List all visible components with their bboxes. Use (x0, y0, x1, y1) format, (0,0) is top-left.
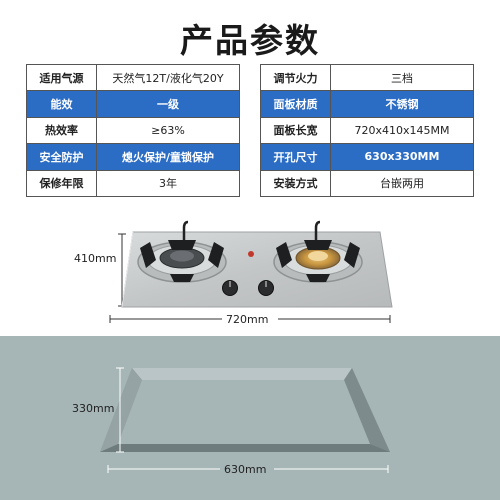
spec-label: 开孔尺寸 (260, 143, 331, 171)
spec-value: 630x330MM (330, 143, 474, 171)
spec-label: 面板长宽 (260, 116, 331, 145)
cutout-width-label: 630mm (224, 463, 267, 476)
spec-row: 面板材质 不锈钢 (260, 90, 474, 118)
spec-row: 安装方式 台嵌两用 (260, 169, 474, 197)
spec-label: 安装方式 (260, 169, 331, 197)
spec-value: 一级 (96, 90, 240, 118)
left-knob (222, 280, 238, 296)
cutout-drawing (100, 367, 390, 473)
spec-row: 保修年限 3年 (26, 169, 240, 197)
spec-row: 适用气源 天然气12T/液化气20Y (26, 63, 240, 92)
spec-value: 台嵌两用 (330, 169, 474, 197)
left-burner (137, 240, 227, 283)
gas-pipe-left (182, 220, 189, 248)
gas-pipe-right (314, 220, 321, 248)
spec-label: 热效率 (26, 116, 97, 145)
spec-row: 热效率 ≥63% (26, 116, 240, 145)
stove-drawing (109, 220, 393, 323)
spec-value: 3年 (96, 169, 240, 197)
spec-row: 面板长宽 720x410x145MM (260, 116, 474, 145)
spec-value: 三档 (330, 63, 474, 92)
spec-table-left: 适用气源 天然气12T/液化气20Y 能效 一级 热效率 ≥63% 安全防护 熄… (26, 63, 240, 197)
page-title: 产品参数 (180, 21, 320, 60)
spec-label: 面板材质 (260, 90, 331, 118)
right-knob (258, 280, 274, 296)
spec-value: 熄火保护/童锁保护 (96, 143, 240, 171)
stove-width-label: 720mm (226, 313, 269, 326)
right-burner (273, 240, 363, 283)
cutout-opening (118, 380, 370, 444)
cutout-height-label: 330mm (72, 402, 115, 415)
spec-label: 保修年限 (26, 169, 97, 197)
spec-value: 天然气12T/液化气20Y (96, 63, 240, 92)
spec-label: 适用气源 (26, 63, 97, 92)
spec-row: 开孔尺寸 630x330MM (260, 143, 474, 171)
spec-table-right: 调节火力 三档 面板材质 不锈钢 面板长宽 720x410x145MM 开孔尺寸… (260, 63, 474, 197)
stove-illustration: 410mm 720mm (0, 210, 500, 336)
spec-value: ≥63% (96, 116, 240, 145)
spec-row: 能效 一级 (26, 90, 240, 118)
spec-value: 不锈钢 (330, 90, 474, 118)
spec-label: 调节火力 (260, 63, 331, 92)
spec-label: 能效 (26, 90, 97, 118)
spec-label: 安全防护 (26, 143, 97, 171)
stove-height-label: 410mm (74, 252, 117, 265)
spec-value: 720x410x145MM (330, 116, 474, 145)
cutout-illustration: 330mm 630mm (0, 336, 500, 500)
spec-row: 安全防护 熄火保护/童锁保护 (26, 143, 240, 171)
brand-logo-icon (248, 251, 254, 257)
spec-row: 调节火力 三档 (260, 63, 474, 92)
